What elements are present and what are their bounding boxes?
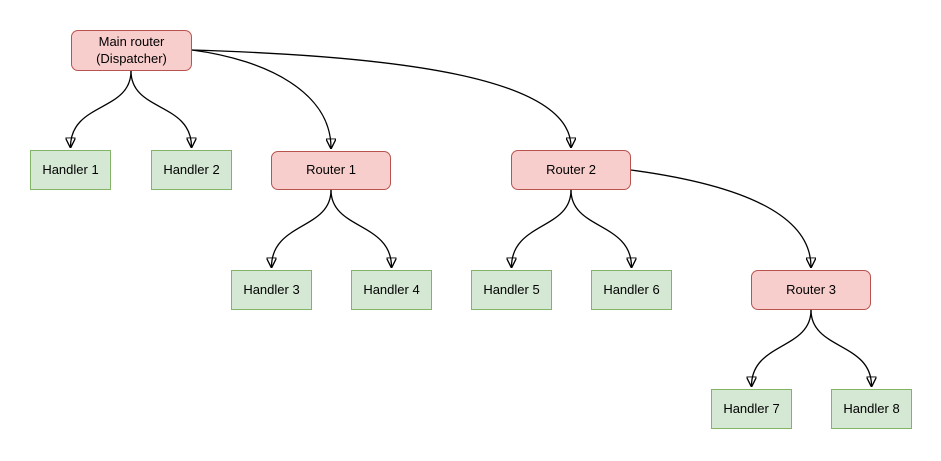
node-handler-4: Handler 4 (351, 270, 432, 310)
handler-5-label: Handler 5 (483, 281, 540, 297)
node-handler-3: Handler 3 (231, 270, 312, 310)
handler-3-label: Handler 3 (243, 281, 300, 297)
edge-router2-to-handler6 (570, 189, 632, 267)
edge-main-to-handler1 (71, 70, 132, 147)
node-router-1: Router 1 (271, 151, 391, 190)
edge-router3-to-handler7 (752, 309, 812, 386)
node-handler-6: Handler 6 (591, 270, 672, 310)
edge-main-to-router1 (191, 49, 331, 148)
node-handler-8: Handler 8 (831, 389, 912, 429)
handler-1-label: Handler 1 (42, 161, 99, 177)
edge-router3-to-handler8 (810, 309, 872, 386)
main-router-label-line1: Main router (98, 34, 165, 50)
router-3-label: Router 3 (786, 281, 836, 297)
edge-router1-to-handler3 (272, 189, 332, 267)
node-handler-2: Handler 2 (151, 150, 232, 190)
handler-4-label: Handler 4 (363, 281, 420, 297)
node-handler-7: Handler 7 (711, 389, 792, 429)
node-handler-1: Handler 1 (30, 150, 111, 190)
handler-8-label: Handler 8 (843, 400, 900, 416)
edge-router2-to-router3 (630, 169, 811, 267)
edge-main-to-handler2 (130, 70, 192, 147)
handler-6-label: Handler 6 (603, 281, 660, 297)
router-2-label: Router 2 (546, 161, 596, 177)
edge-router2-to-handler5 (512, 189, 572, 267)
edge-main-to-router2 (191, 49, 571, 147)
handler-7-label: Handler 7 (723, 400, 780, 416)
edge-router1-to-handler4 (330, 189, 392, 267)
node-handler-5: Handler 5 (471, 270, 552, 310)
handler-2-label: Handler 2 (163, 161, 220, 177)
node-router-3: Router 3 (751, 270, 871, 310)
main-router-label-line2: (Dispatcher) (96, 50, 167, 66)
node-main-router: Main router (Dispatcher) (71, 30, 192, 71)
node-router-2: Router 2 (511, 150, 631, 190)
router-1-label: Router 1 (306, 162, 356, 178)
